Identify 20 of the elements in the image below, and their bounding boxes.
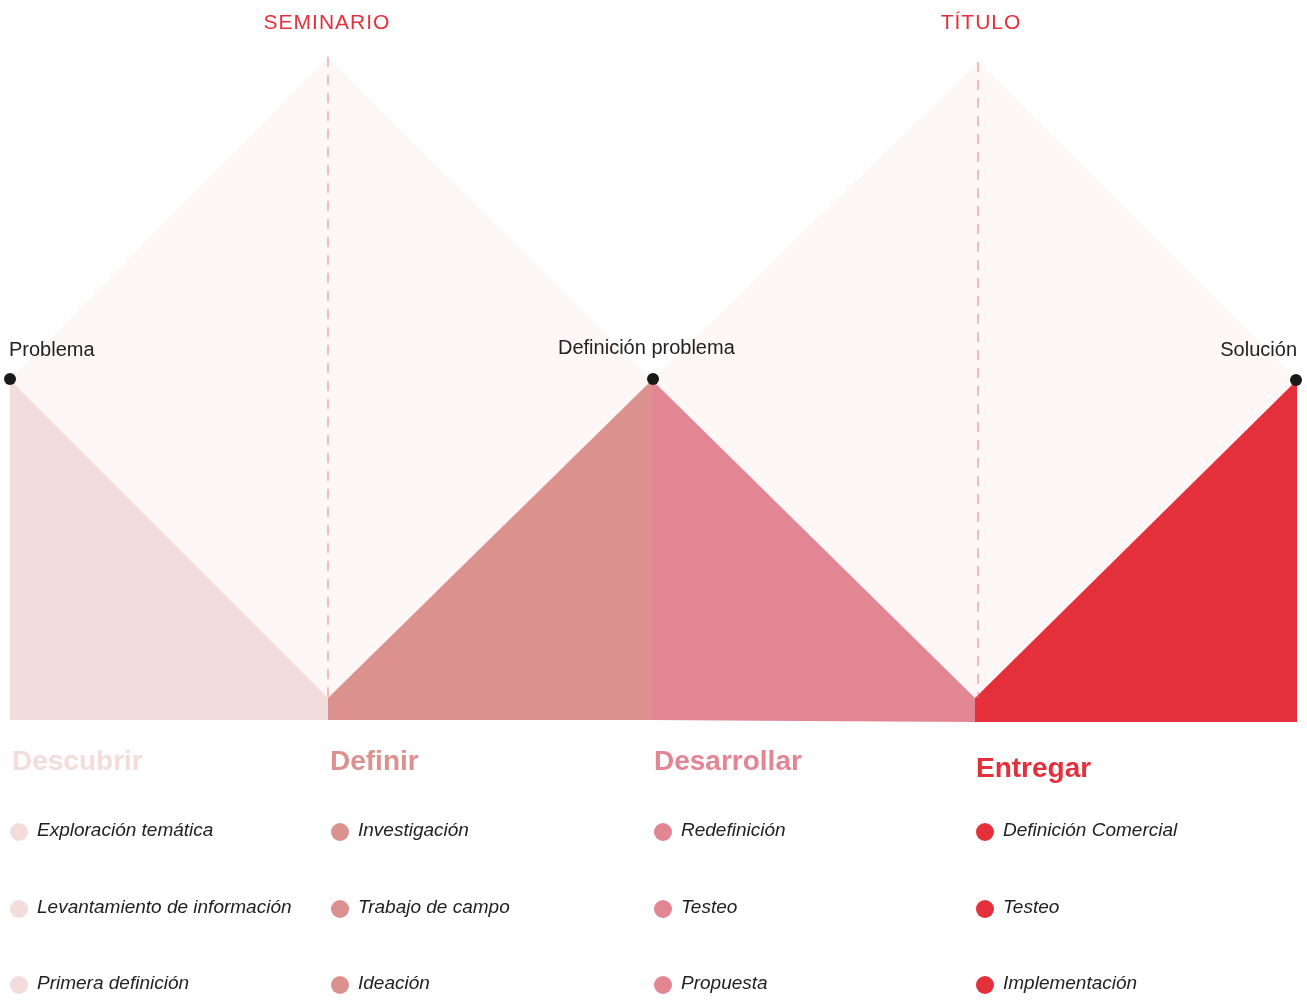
list-item: Exploración temática	[37, 819, 214, 841]
point-label: Problema	[9, 338, 95, 361]
phase-heading: Desarrollar	[654, 745, 802, 777]
list-item: Redefinición	[681, 819, 786, 841]
section-title: TÍTULO	[940, 10, 1022, 34]
phase-heading: Entregar	[976, 752, 1092, 784]
list-item: Ideación	[358, 972, 430, 994]
list-item: Primera definición	[37, 972, 190, 994]
point-label: Solución	[1220, 338, 1297, 361]
section-title: SEMINARIO	[263, 10, 391, 34]
list-item: Levantamiento de información	[37, 896, 292, 918]
list-item: Propuesta	[681, 972, 768, 994]
list-item: Definición Comercial	[1003, 819, 1178, 841]
list-item: Testeo	[1003, 896, 1060, 918]
list-item: Investigación	[358, 819, 469, 841]
phase-heading: Definir	[330, 745, 419, 777]
point-label: Definición problema	[558, 336, 735, 359]
list-item: Testeo	[681, 896, 738, 918]
list-item: Implementación	[1003, 972, 1138, 994]
list-item: Trabajo de campo	[358, 896, 510, 918]
